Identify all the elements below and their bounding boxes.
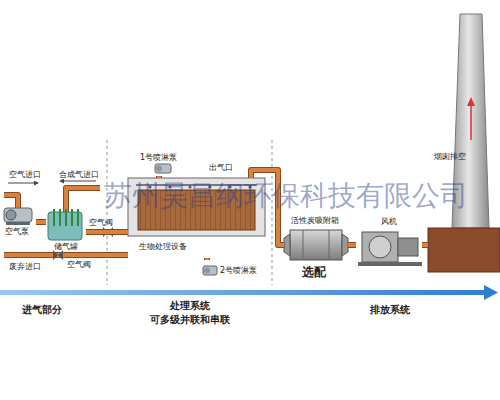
node-label: 烟囱排空	[434, 152, 466, 161]
section-label: 可多级并联和串联	[150, 314, 230, 326]
pipe-connector	[159, 176, 160, 178]
inlet-label: 空气进口	[8, 170, 42, 179]
pipe-outline	[156, 176, 162, 178]
separator	[107, 140, 108, 285]
outlet-label: 出气口	[208, 163, 234, 172]
pipe-outline	[204, 258, 210, 260]
pipe-outline	[348, 242, 356, 248]
gas-tank	[48, 209, 82, 240]
chimney	[428, 14, 500, 272]
flow-arrow	[60, 181, 96, 182]
node-label: 储气罐	[54, 242, 78, 251]
separator	[272, 140, 273, 285]
node-label: 空气泵	[5, 227, 29, 236]
pipe-connector	[207, 258, 208, 260]
valve-label: 空气阀	[66, 260, 92, 269]
pipe-core	[348, 243, 356, 247]
section-label: 排放系统	[370, 304, 410, 316]
flow-bar-head	[484, 285, 498, 300]
pipe-connector	[422, 245, 428, 246]
equipment-box: 活性炭吸附箱	[284, 214, 348, 264]
pipe-core	[205, 258, 209, 260]
node-label: 2号喷淋泵	[220, 266, 257, 275]
pipe-connector	[86, 232, 128, 233]
node-label: 生物处理设备	[138, 242, 188, 251]
valve	[53, 250, 63, 260]
spray-pump	[203, 266, 217, 275]
air-pump	[4, 208, 32, 225]
inlet-label: 废弃进口	[8, 262, 42, 271]
pipe-connector	[348, 245, 356, 246]
pipe-core	[157, 176, 161, 178]
tank-node: 储气罐	[46, 200, 86, 253]
carbon-box	[284, 230, 348, 260]
node-label: 1号喷淋泵	[140, 153, 177, 162]
inlet-label: 合成气进口	[58, 170, 100, 179]
pump-node: 2号喷淋泵	[200, 260, 264, 280]
flow-arrow	[8, 183, 38, 184]
pipe-core	[86, 230, 128, 234]
option-label: 选配	[302, 266, 326, 280]
chimney-node: 烟囱排空	[428, 12, 500, 272]
node-label: 风机	[381, 217, 397, 226]
node-label: 活性炭吸附箱	[291, 216, 339, 225]
watermark: 苏州昊昌纲环保科技有限公司	[104, 180, 468, 212]
equipment-box: 风机	[356, 214, 422, 266]
fan	[358, 232, 422, 266]
pump-node: 1号喷淋泵	[140, 152, 186, 176]
valve-label: 空气阀	[88, 218, 114, 227]
spray-pump	[155, 164, 171, 173]
pipe-core	[422, 243, 428, 247]
pipe-outline	[86, 229, 128, 235]
section-label: 进气部分	[22, 304, 62, 316]
pipe-core	[36, 220, 46, 224]
pipe-outline	[36, 219, 46, 225]
pump-node: 空气泵	[2, 200, 36, 240]
section-label: 处理系统	[170, 300, 210, 312]
pipe-outline	[422, 242, 428, 248]
pipe-connector	[36, 222, 46, 223]
flow-bar	[0, 290, 486, 295]
